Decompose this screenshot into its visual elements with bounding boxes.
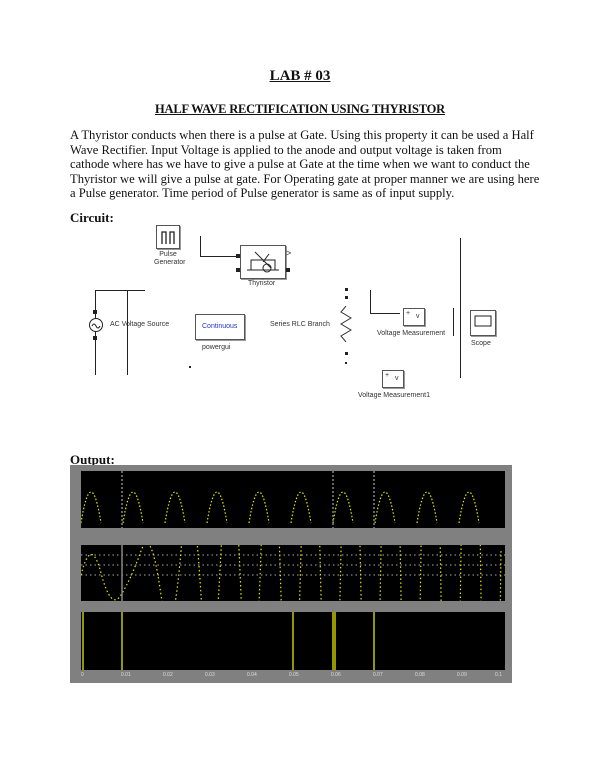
- circuit-heading: Circuit:: [70, 210, 114, 225]
- voltage-measurement-block: + v: [403, 308, 425, 326]
- thyristor-block: [240, 245, 286, 279]
- scope-output-panel: 0 0.01 0.02 0.03 0.04 0.05 0.06 0.07 0.0…: [70, 195, 512, 776]
- page-subtitle: HALF WAVE RECTIFICATION USING THYRISTOR: [155, 102, 445, 116]
- pulse-generator-block: [156, 225, 180, 249]
- resistor-icon: [340, 306, 352, 342]
- wire: [200, 256, 236, 257]
- x-axis-ticks: 0 0.01 0.02 0.03 0.04 0.05 0.06 0.07 0.0…: [81, 672, 502, 678]
- voltage-measurement1-block: + v: [382, 370, 404, 388]
- scope-icon: [474, 315, 492, 327]
- rlc-label: Series RLC Branch: [270, 321, 330, 328]
- sine-trace: [80, 195, 505, 776]
- pulse-icon: [161, 231, 175, 244]
- pulse-generator-label: Pulse Generator: [154, 251, 186, 266]
- output-heading: Output:: [70, 452, 115, 467]
- ac-source-label: AC Voltage Source: [110, 321, 170, 328]
- voltage-measurement1-label: Voltage Measurement1: [358, 392, 430, 399]
- output-voltage-plot: [80, 471, 505, 528]
- ac-source-icon: [89, 318, 103, 332]
- scope-block: [470, 310, 496, 336]
- input-voltage-plot: [80, 195, 505, 776]
- gate-pulse-plot: [81, 612, 505, 670]
- powergui-label: powergui: [202, 344, 231, 351]
- thyristor-icon: [247, 251, 279, 273]
- scope-label: Scope: [471, 340, 491, 347]
- thyristor-label: Thyristor: [248, 280, 276, 287]
- powergui-block: Continuous: [195, 314, 245, 340]
- page-title: LAB # 03: [269, 68, 331, 84]
- wire: [200, 236, 201, 256]
- pulse-trace: [82, 612, 375, 670]
- intro-paragraph: A Thyristor conducts when there is a pul…: [70, 128, 540, 201]
- half-wave-trace: [80, 471, 480, 528]
- voltage-measurement-label: Voltage Measurement: [377, 330, 446, 337]
- circuit-diagram: Pulse Generator > Thyristor AC Voltage S…: [70, 220, 540, 410]
